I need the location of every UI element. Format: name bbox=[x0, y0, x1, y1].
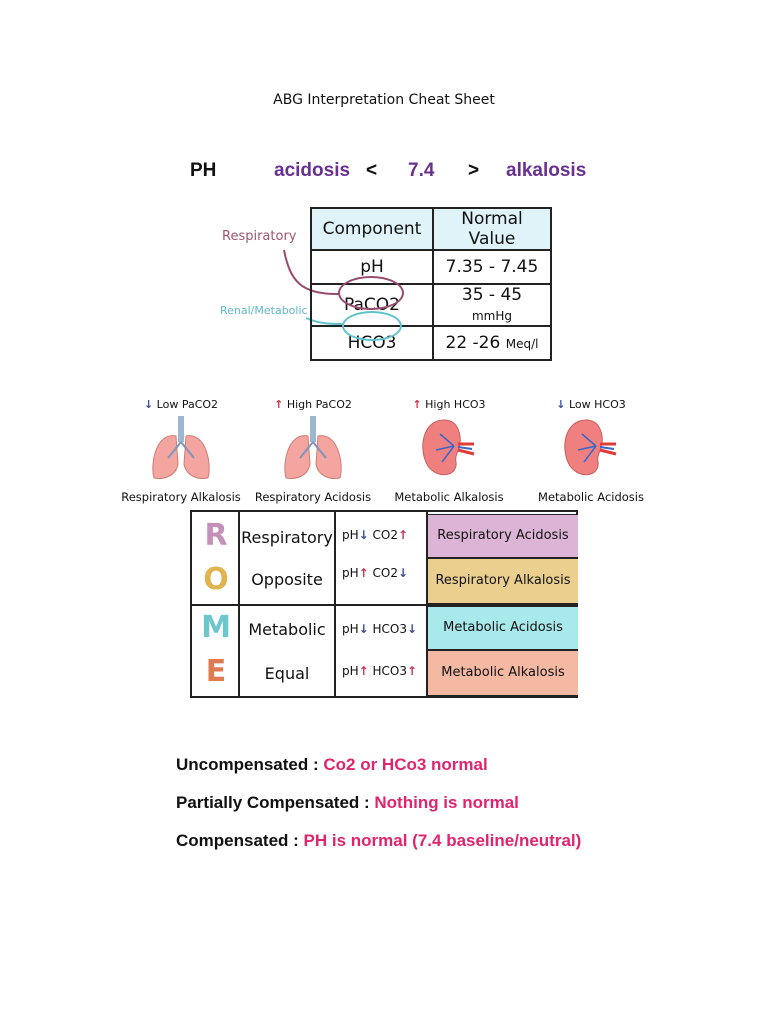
up-arrow-icon: ↑ bbox=[358, 664, 369, 678]
value-cell: 35 - 45 mmHg bbox=[432, 283, 552, 327]
up-arrow-icon: ↑ bbox=[274, 398, 284, 411]
down-arrow-icon: ↓ bbox=[358, 528, 369, 542]
down-arrow-icon: ↓ bbox=[398, 566, 409, 580]
unit-label: mmHg bbox=[471, 309, 513, 323]
rome-word-metabolic: Metabolic bbox=[248, 620, 326, 639]
organ-top-label: Low HCO3 bbox=[568, 398, 626, 411]
result-metabolic-acidosis: Metabolic Acidosis bbox=[428, 606, 578, 650]
rome-rule: pH↑ HCO3↑ bbox=[342, 664, 418, 678]
ph-neutral-value: 7.4 bbox=[408, 160, 435, 181]
rome-word-respiratory: Respiratory bbox=[241, 528, 333, 547]
paco2-highlight-ring bbox=[338, 276, 404, 310]
down-arrow-icon: ↓ bbox=[358, 622, 369, 636]
down-arrow-icon: ↓ bbox=[556, 398, 566, 411]
organ-card-high-paco2: ↑ High PaCO2 Respiratory Acidosis bbox=[248, 398, 378, 504]
rome-letter-e: E bbox=[205, 654, 227, 689]
rome-word-opposite: Opposite bbox=[251, 570, 323, 589]
up-arrow-icon: ↑ bbox=[398, 528, 409, 542]
header-component: Component bbox=[310, 207, 434, 251]
organ-card-low-paco2: ↓ Low PaCO2 Respiratory Alkalosis bbox=[116, 398, 246, 504]
compensation-line-compensated: Compensated : PH is normal (7.4 baseline… bbox=[176, 831, 582, 850]
header-normal-value: Normal Value bbox=[432, 207, 552, 251]
ph-label: PH bbox=[190, 160, 217, 181]
result-respiratory-acidosis: Respiratory Acidosis bbox=[428, 514, 578, 558]
rome-table: R O M E Respiratory Opposite Metabolic E… bbox=[190, 510, 578, 698]
organ-bottom-label: Metabolic Acidosis bbox=[538, 490, 644, 504]
rome-rule: pH↑ CO2↓ bbox=[342, 566, 409, 580]
acidosis-label: acidosis bbox=[274, 160, 351, 181]
organ-top-label: High PaCO2 bbox=[286, 398, 352, 411]
organ-bottom-label: Respiratory Alkalosis bbox=[121, 490, 241, 504]
kidney-icon bbox=[564, 419, 617, 476]
organ-card-high-hco3: ↑ High HCO3 Metabolic Alkalosis bbox=[384, 398, 514, 504]
result-respiratory-alkalosis: Respiratory Alkalosis bbox=[428, 558, 578, 604]
rome-word-equal: Equal bbox=[264, 664, 310, 683]
kidney-icon bbox=[422, 419, 475, 476]
unit-label: Meq/l bbox=[505, 337, 539, 351]
up-arrow-icon: ↑ bbox=[412, 398, 422, 411]
component-cell: pH bbox=[310, 249, 434, 285]
rome-letter-m: M bbox=[201, 610, 231, 645]
result-metabolic-alkalosis: Metabolic Alkalosis bbox=[428, 650, 578, 696]
rome-rule: pH↓ HCO3↓ bbox=[342, 622, 418, 636]
compensation-line-uncompensated: Uncompensated : Co2 or HCo3 normal bbox=[176, 755, 488, 774]
table-row: HCO3 22 -26 Meq/l bbox=[310, 325, 552, 361]
ph-scale-line: PH acidosis < 7.4 > alkalosis bbox=[190, 156, 610, 190]
organ-bottom-label: Metabolic Alkalosis bbox=[394, 490, 504, 504]
respiratory-annotation: Respiratory bbox=[222, 229, 297, 244]
lungs-icon bbox=[284, 416, 342, 479]
organ-top-label: Low PaCO2 bbox=[156, 398, 219, 411]
table-row: pH 7.35 - 7.45 bbox=[310, 249, 552, 285]
value-cell: 7.35 - 7.45 bbox=[432, 249, 552, 285]
down-arrow-icon: ↓ bbox=[143, 398, 154, 411]
organ-bottom-label: Respiratory Acidosis bbox=[254, 490, 372, 504]
rome-rule: pH↓ CO2↑ bbox=[342, 528, 409, 542]
lungs-icon bbox=[152, 416, 210, 479]
page-title: ABG Interpretation Cheat Sheet bbox=[273, 92, 495, 108]
down-arrow-icon: ↓ bbox=[407, 622, 418, 636]
renal-metabolic-annotation: Renal/Metabolic bbox=[220, 304, 308, 317]
organ-card-low-hco3: ↓ Low HCO3 Metabolic Acidosis bbox=[526, 398, 656, 504]
hco3-highlight-ring bbox=[342, 311, 402, 341]
alkalosis-label: alkalosis bbox=[506, 160, 587, 181]
rome-letter-o: O bbox=[203, 562, 229, 597]
rome-letter-r: R bbox=[204, 518, 228, 553]
organ-top-label: High HCO3 bbox=[425, 398, 486, 411]
value-cell: 22 -26 Meq/l bbox=[432, 325, 552, 361]
greater-than-sign: > bbox=[468, 160, 480, 181]
compensation-line-partial: Partially Compensated : Nothing is norma… bbox=[176, 793, 519, 812]
less-than-sign: < bbox=[366, 160, 378, 181]
up-arrow-icon: ↑ bbox=[407, 664, 418, 678]
up-arrow-icon: ↑ bbox=[358, 566, 369, 580]
